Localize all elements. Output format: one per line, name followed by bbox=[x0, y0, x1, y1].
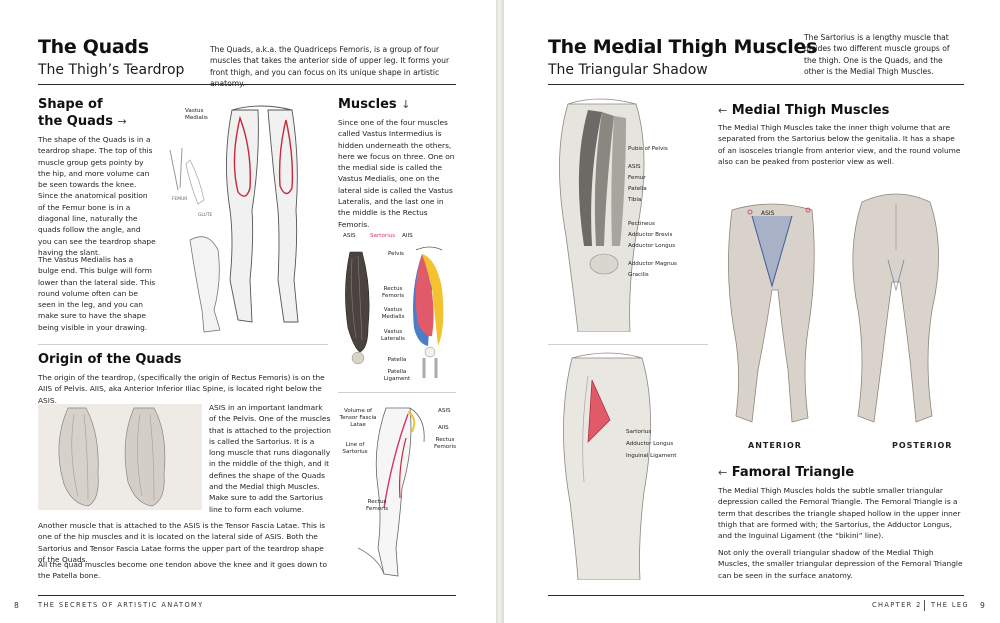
shape-para2: The Vastus Medialis has a bulge end. Thi… bbox=[38, 255, 156, 332]
asis-sartorius-sketch bbox=[338, 398, 456, 580]
left-page: The Quads The Thigh’s Teardrop The Quads… bbox=[0, 0, 496, 623]
posterior-caption: POSTERIOR bbox=[892, 441, 953, 450]
tfl-volume-label: Volume of Tensor Fascia Latae bbox=[339, 408, 377, 428]
shape-heading-line2: the Quads → bbox=[38, 113, 127, 130]
header-rule bbox=[38, 84, 456, 85]
triangle-para1: The Medial Thigh Muscles holds the subtl… bbox=[718, 486, 961, 541]
pelvis-label: Pelvis bbox=[388, 251, 404, 257]
patella-ligament-label: Patella Ligament bbox=[383, 369, 411, 382]
sartorius-line-label: Line of Sartorius bbox=[342, 442, 368, 455]
origin-heading: Origin of the Quads bbox=[38, 352, 182, 367]
origin-para1: The origin of the teardrop, (specificall… bbox=[38, 373, 325, 405]
asis-label: ASIS bbox=[343, 233, 356, 239]
anatomy-label: Patella bbox=[628, 186, 647, 192]
shape-heading-text: the Quads bbox=[38, 114, 113, 129]
footer-rule-right bbox=[548, 595, 964, 596]
anatomy-label: ASIS bbox=[628, 164, 641, 170]
anatomy-label: Pectineus bbox=[628, 221, 655, 227]
anatomy-label: Inguinal Ligament bbox=[626, 453, 677, 459]
femoral-triangle-illustration bbox=[548, 352, 708, 580]
image-divider bbox=[548, 344, 708, 345]
rectus-femoris-sketch-label-1: Rectus Femoris bbox=[434, 437, 456, 450]
page-subtitle-right: The Triangular Shadow bbox=[548, 62, 708, 78]
origin-para2: ASIS in an important landmark of the Pel… bbox=[209, 403, 331, 514]
femur-sketch-note: FEMUR bbox=[172, 197, 188, 202]
triangle-heading: ← Famoral Triangle bbox=[718, 464, 854, 481]
anatomy-label: Pubis of Pelvis bbox=[628, 146, 668, 152]
muscles-heading: Muscles ↓ bbox=[338, 96, 410, 113]
muscles-para: Since one of the four muscles called Vas… bbox=[338, 118, 455, 229]
aiis-sketch-label: AIIS bbox=[438, 425, 449, 431]
intro-text: The Quads, a.k.a. the Quadriceps Femoris… bbox=[210, 45, 450, 88]
muscles-heading-text: Muscles bbox=[338, 97, 397, 112]
shape-para1: The shape of the Quads is in a teardrop … bbox=[38, 135, 156, 257]
diagram-divider bbox=[338, 392, 456, 393]
sartorius-label: Sartorius bbox=[370, 233, 396, 239]
asis-sketch-label: ASIS bbox=[438, 408, 451, 414]
chapter-footer: CHAPTER 2 bbox=[872, 601, 922, 609]
rectus-femoris-label: Rectus Femoris bbox=[382, 286, 404, 299]
aiis-label: AIIS bbox=[402, 233, 413, 239]
anatomy-label: Adductor Brevis bbox=[628, 232, 673, 238]
arrow-left-icon: ← bbox=[718, 466, 728, 479]
vastus-medialis-diagram-label: Vastus Medialis bbox=[381, 307, 405, 320]
patella-label: Patella bbox=[387, 357, 407, 363]
page-number-left: 8 bbox=[14, 601, 19, 610]
arrow-down-icon: ↓ bbox=[401, 98, 411, 111]
section-footer: THE LEG bbox=[931, 601, 969, 609]
anatomy-label: Adductor Magnus bbox=[628, 261, 677, 267]
footer-rule bbox=[38, 595, 456, 596]
anterior-caption: ANTERIOR bbox=[748, 441, 802, 450]
page-title: The Quads bbox=[38, 36, 149, 58]
right-page: The Medial Thigh Muscles The Triangular … bbox=[504, 0, 1000, 623]
anatomy-label: Adductor Longus bbox=[628, 243, 676, 249]
vastus-lateralis-label: Vastus Lateralis bbox=[381, 329, 405, 342]
origin-para3: Another muscle that is attached to the A… bbox=[38, 521, 326, 564]
page-number-right: 9 bbox=[980, 601, 985, 610]
arrow-left-icon: ← bbox=[718, 104, 728, 117]
anatomy-label: Tibia bbox=[628, 197, 642, 203]
anatomy-label: Sartorius bbox=[626, 429, 652, 435]
vastus-medialis-label: Vastus Medialis bbox=[185, 108, 208, 121]
triangle-para2: Not only the overall triangular shadow o… bbox=[718, 548, 963, 580]
quad-muscles-diagram bbox=[338, 228, 456, 386]
asis-anterior-label: ASIS bbox=[761, 210, 775, 217]
shape-heading-line1: Shape of bbox=[38, 97, 103, 112]
book-gutter bbox=[496, 0, 504, 623]
medial-heading: ← Medial Thigh Muscles bbox=[718, 102, 889, 119]
header-rule-right bbox=[548, 84, 964, 85]
book-title-footer: THE SECRETS OF ARTISTIC ANATOMY bbox=[38, 601, 204, 609]
intro-text-right: The Sartorius is a lengthy muscle that d… bbox=[804, 33, 950, 77]
triangle-heading-text: Famoral Triangle bbox=[731, 465, 855, 480]
anatomy-label: Gracilis bbox=[628, 272, 649, 278]
rectus-femoris-sketch-label-2: Rectus Femoris bbox=[366, 499, 388, 512]
glute-sketch-note: GLUTE bbox=[198, 213, 213, 218]
medial-heading-text: Medial Thigh Muscles bbox=[731, 103, 890, 118]
arrow-right-icon: → bbox=[117, 115, 127, 128]
footer-separator bbox=[924, 600, 925, 611]
anatomy-label: Adductor Longus bbox=[626, 441, 674, 447]
anterior-posterior-illustration bbox=[722, 190, 962, 434]
page-subtitle: The Thigh’s Teardrop bbox=[38, 62, 185, 78]
thigh-sketch-photo bbox=[38, 404, 202, 510]
anatomy-label: Femur bbox=[628, 175, 646, 181]
section-divider bbox=[38, 344, 328, 345]
quads-sketch-illustration bbox=[160, 100, 332, 340]
origin-para4: All the quad muscles become one tendon a… bbox=[38, 560, 328, 581]
medial-thigh-anatomy-illustration bbox=[548, 96, 708, 332]
page-title-right: The Medial Thigh Muscles bbox=[548, 36, 818, 58]
medial-para: The Medial Thigh Muscles take the inner … bbox=[718, 123, 961, 166]
